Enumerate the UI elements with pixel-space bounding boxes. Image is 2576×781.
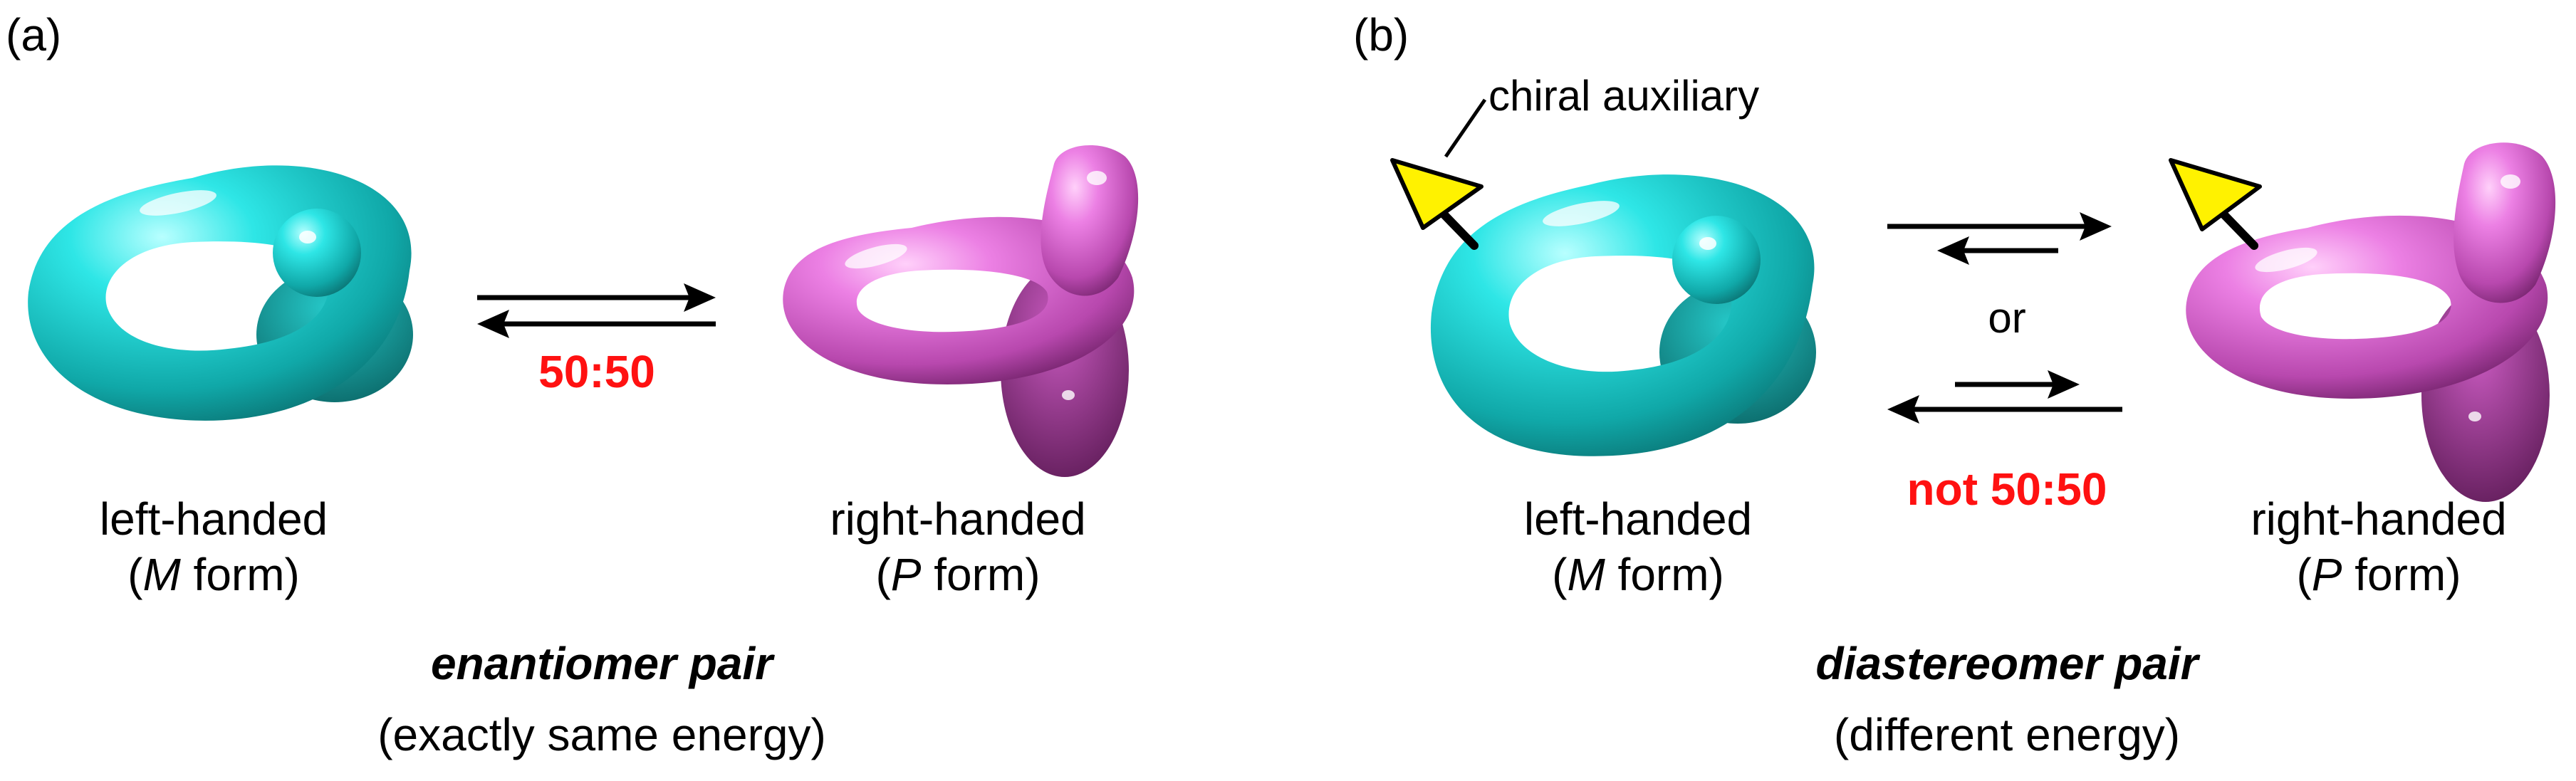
panel-label-b: (b)	[1353, 9, 1409, 61]
helix-highlight	[2255, 247, 2317, 273]
helix-end-ball	[273, 209, 361, 297]
form-name: (P form)	[875, 549, 1041, 600]
auxiliary-label: chiral auxiliary	[1488, 72, 1760, 120]
ratio-label-b: not 50:50	[1907, 463, 2107, 515]
helix-top-coil	[1041, 145, 1139, 296]
or-label: or	[1988, 294, 2026, 342]
pair-name-a: enantiomer pair	[430, 638, 773, 689]
equilibrium-arrows-upper	[1887, 212, 2112, 265]
chiral-auxiliary-p	[2169, 158, 2262, 250]
p-form-label-a: right-handed (P form)	[830, 491, 1085, 602]
auxiliary-leader-line	[1444, 98, 1487, 158]
helix-highlight	[140, 190, 217, 216]
ratio-label-a: 50:50	[538, 346, 655, 397]
handedness-text: right-handed	[830, 493, 1086, 545]
helix-highlight	[845, 243, 907, 269]
handedness-text: right-handed	[2251, 493, 2507, 545]
chiral-auxiliary-m	[1390, 158, 1483, 250]
panel-label-a: (a)	[6, 9, 62, 61]
helix-highlight	[1543, 201, 1620, 226]
equilibrium-arrows-lower	[1887, 370, 2122, 424]
p-form-helix-b	[2186, 142, 2556, 502]
p-form-helix-a	[783, 145, 1139, 477]
form-name: (M form)	[1552, 549, 1724, 600]
energy-note-a: (exactly same energy)	[377, 709, 826, 760]
energy-note-b: (different energy)	[1833, 709, 2181, 760]
m-form-helix-a	[28, 165, 413, 421]
helix-highlight	[299, 231, 316, 243]
helix-highlight	[1087, 171, 1107, 185]
p-form-label-b: right-handed (P form)	[2251, 491, 2506, 602]
handedness-text: left-handed	[1523, 493, 1753, 545]
helix-highlight	[1699, 237, 1716, 250]
pair-name-b: diastereomer pair	[1815, 638, 2199, 689]
form-name: (P form)	[2296, 549, 2461, 600]
m-form-label-b: left-handed (M form)	[1524, 491, 1752, 602]
m-form-helix-b	[1430, 174, 1816, 456]
helix-highlight	[2468, 412, 2481, 421]
helix-highlight	[2501, 174, 2520, 189]
helix-highlight	[1062, 390, 1075, 400]
m-form-label-a: left-handed (M form)	[100, 491, 328, 602]
equilibrium-arrows-a	[477, 283, 716, 338]
form-name: (M form)	[127, 549, 300, 600]
helix-top-coil	[2454, 142, 2556, 303]
handedness-text: left-handed	[99, 493, 328, 545]
helix-end-ball	[1672, 216, 1761, 304]
